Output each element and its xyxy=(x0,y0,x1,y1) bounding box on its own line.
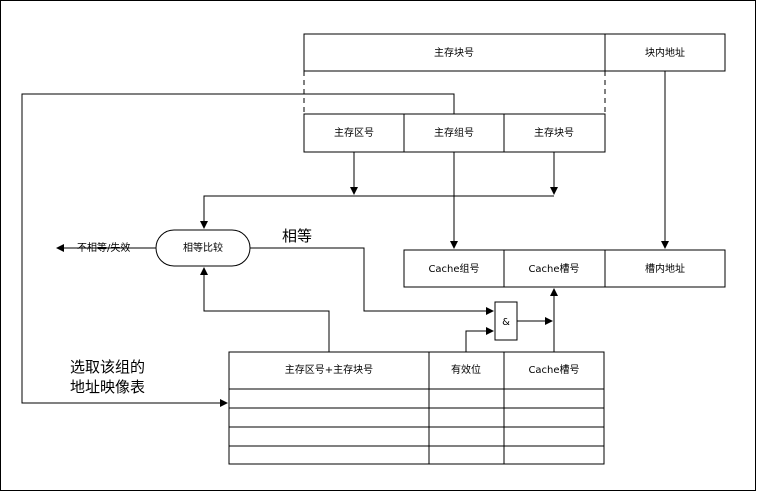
zone-label: 主存区号 xyxy=(334,126,374,139)
top-block-number-cell xyxy=(303,33,606,72)
block-label: 主存块号 xyxy=(534,126,574,139)
cache-address: Cache组号 Cache槽号 槽内地址 xyxy=(403,249,726,288)
top-block-number-label: 主存块号 xyxy=(434,46,474,59)
table-header-tag: 主存区号+主存块号 xyxy=(285,363,373,376)
equal-to-and-gate xyxy=(250,247,494,315)
group-select-line xyxy=(21,93,455,407)
split-address: 主存区号 主存组号 主存块号 xyxy=(303,113,606,153)
top-in-block-address-label: 块内地址 xyxy=(645,46,685,59)
top-in-block-address-cell xyxy=(604,33,726,72)
group-label: 主存组号 xyxy=(434,126,474,139)
table-header-valid: 有效位 xyxy=(451,363,481,376)
cache-group-label: Cache组号 xyxy=(428,262,479,275)
equal-output-label: 相等 xyxy=(282,227,312,245)
connectors xyxy=(21,71,669,407)
cache-group-cell xyxy=(403,249,505,288)
in-slot-cell xyxy=(604,249,726,288)
address-mapping-table: 主存区号+主存块号 有效位 Cache槽号 xyxy=(228,351,605,465)
valid-to-and-gate xyxy=(465,327,494,352)
in-slot-label: 槽内地址 xyxy=(645,262,685,275)
zone-cell xyxy=(303,113,405,153)
comparator-label: 相等比较 xyxy=(183,241,223,254)
top-address: 主存块号 块内地址 xyxy=(303,33,726,72)
table-caption-line1: 选取该组的 xyxy=(70,358,145,376)
tag-to-comparator xyxy=(200,267,330,352)
cache-slot-cell xyxy=(503,249,606,288)
table-header-slot: Cache槽号 xyxy=(528,363,579,376)
cache-slot-label: Cache槽号 xyxy=(528,262,579,275)
table-caption-line2: 地址映像表 xyxy=(70,378,145,396)
block-cell xyxy=(503,113,606,153)
and-gate-label: & xyxy=(502,317,510,328)
group-cell xyxy=(403,113,505,153)
merge-to-comparator xyxy=(200,195,554,229)
